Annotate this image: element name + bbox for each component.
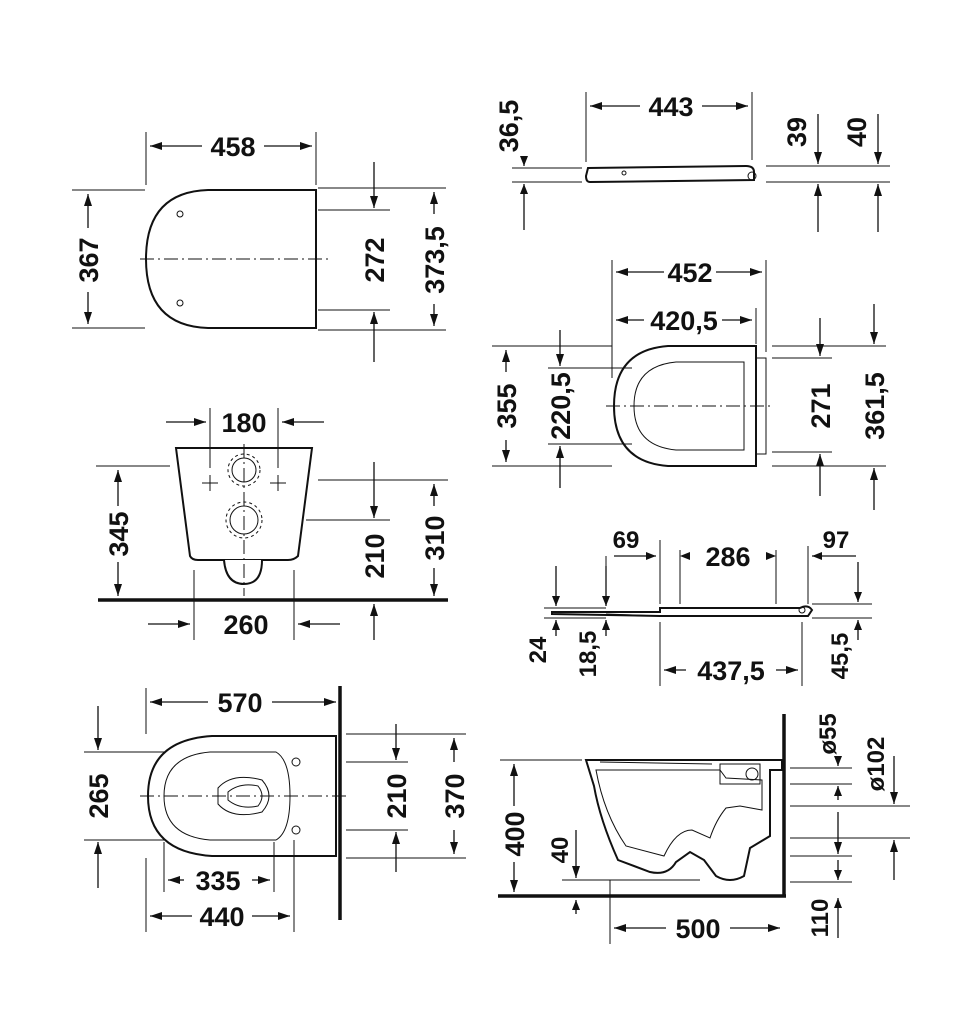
outlet-height-label: 110 [807, 899, 834, 938]
rear-width-label: 260 [223, 610, 268, 640]
bolt-spacing-label: 180 [221, 408, 266, 438]
top-width-label: 370 [440, 773, 470, 818]
overall-depth-label: 373,5 [420, 226, 450, 294]
seat-inner-width-label: 220,5 [546, 372, 576, 440]
detail-length-label: 437,5 [697, 656, 765, 686]
bowl-side-outline [584, 759, 783, 881]
seat-total-height-label: 40 [842, 117, 872, 147]
detail-hinge-height-label: 45,5 [827, 633, 854, 680]
seat-open-hinge-spacing-label: 271 [806, 383, 836, 428]
rear-outlet-height-label: 210 [360, 533, 390, 578]
seat-depth-label: 367 [74, 237, 104, 282]
rear-height-bolts-label: 310 [420, 515, 450, 560]
bowl-top-length-label: 440 [199, 902, 244, 932]
top-width-offset-label: 265 [84, 773, 114, 818]
seat-side-detail-view: 69 286 97 24 18,5 437,5 [525, 527, 872, 686]
inlet-diameter-label: ø55 [815, 713, 842, 754]
rim-length-label: 335 [195, 866, 240, 896]
seat-inner-length-label: 420,5 [650, 306, 718, 336]
front-offset-label: 69 [613, 527, 640, 554]
seat-open-width-label: 355 [492, 383, 522, 428]
outlet-diameter-label: ø102 [863, 737, 890, 792]
rear-offset-label: 97 [823, 527, 850, 554]
seat-overall-width-label: 361,5 [860, 372, 890, 440]
top-bolt-spacing-label: 210 [382, 773, 412, 818]
seat-top-view: 458 367 272 373,5 [72, 132, 450, 362]
hinge-spacing-label: 272 [360, 237, 390, 282]
seat-length-label: 443 [648, 92, 693, 122]
seat-open-length-label: 452 [667, 258, 712, 288]
projection-label: 500 [675, 914, 720, 944]
seat-front-height-label: 36,5 [494, 100, 524, 153]
seat-hinge-height-label: 39 [782, 117, 812, 147]
rim-height-label: 40 [547, 837, 574, 864]
seat-side-outline [584, 164, 755, 184]
seat-side-view: 443 36,5 39 40 [494, 92, 890, 232]
bowl-side-view: ø55 ø102 400 40 500 [498, 713, 910, 944]
seat-width-label: 458 [210, 132, 255, 162]
seat-open-top-view: 452 420,5 355 220,5 271 [492, 258, 890, 510]
bowl-length-label: 570 [217, 688, 262, 718]
bowl-top-view: 570 265 210 370 335 [84, 686, 470, 932]
detail-height-label: 24 [525, 636, 552, 663]
pad-height-label: 18,5 [575, 631, 602, 678]
detail-hinge-spacing-label: 286 [705, 542, 750, 572]
bowl-height-label: 400 [500, 811, 530, 856]
bowl-rear-view: 180 345 210 310 260 [96, 408, 450, 640]
rear-height-top-label: 345 [104, 511, 134, 556]
